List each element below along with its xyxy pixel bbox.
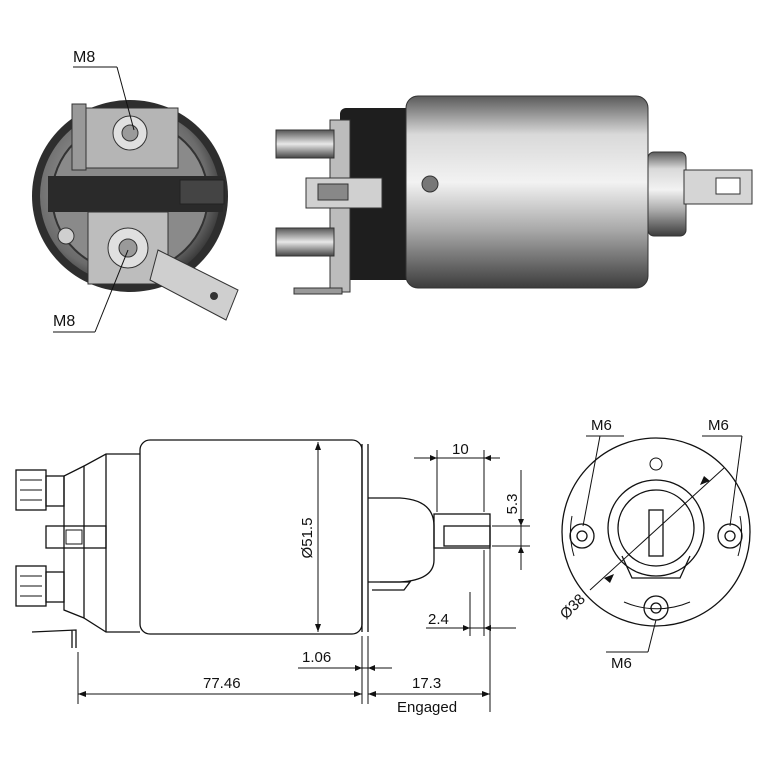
photo-end-view <box>32 100 239 321</box>
photo-label-m8-top: M8 <box>73 49 135 131</box>
svg-text:M6: M6 <box>611 655 632 672</box>
svg-text:77.46: 77.46 <box>203 675 241 692</box>
end-view-label-m6-bottom: M6 <box>606 619 657 672</box>
dimension-5-3: 5.3 <box>492 470 530 570</box>
photo-label-m8-bottom: M8 <box>53 249 129 333</box>
dimension-17-3: 17.3 Engaged <box>368 548 491 716</box>
svg-text:Ø38: Ø38 <box>557 591 589 623</box>
svg-text:Engaged: Engaged <box>397 699 457 716</box>
svg-text:Ø51.5: Ø51.5 <box>299 518 316 559</box>
end-view-label-m6-right: M6 <box>702 417 743 527</box>
svg-text:10: 10 <box>452 441 469 458</box>
svg-text:17.3: 17.3 <box>412 675 441 692</box>
svg-text:1.06: 1.06 <box>302 649 331 666</box>
svg-text:2.4: 2.4 <box>428 611 449 628</box>
end-view-dimension-diameter-38: Ø38 <box>557 467 725 623</box>
photo-side-view <box>275 95 753 295</box>
dimension-77-46: 77.46 <box>77 636 369 704</box>
svg-text:M8: M8 <box>73 49 95 66</box>
svg-text:M6: M6 <box>591 417 612 434</box>
svg-text:M6: M6 <box>708 417 729 434</box>
dimension-2-4: 2.4 <box>426 550 516 636</box>
dimension-1-06: 1.06 <box>298 649 392 671</box>
drawing-end-view <box>561 437 751 627</box>
end-view-label-m6-left: M6 <box>582 417 624 527</box>
dimension-10: 10 <box>414 441 500 512</box>
dimension-diameter-51-5: Ø51.5 <box>299 442 321 632</box>
svg-text:M8: M8 <box>53 313 75 330</box>
svg-text:5.3: 5.3 <box>504 494 521 515</box>
drawing-side-view <box>15 439 491 648</box>
